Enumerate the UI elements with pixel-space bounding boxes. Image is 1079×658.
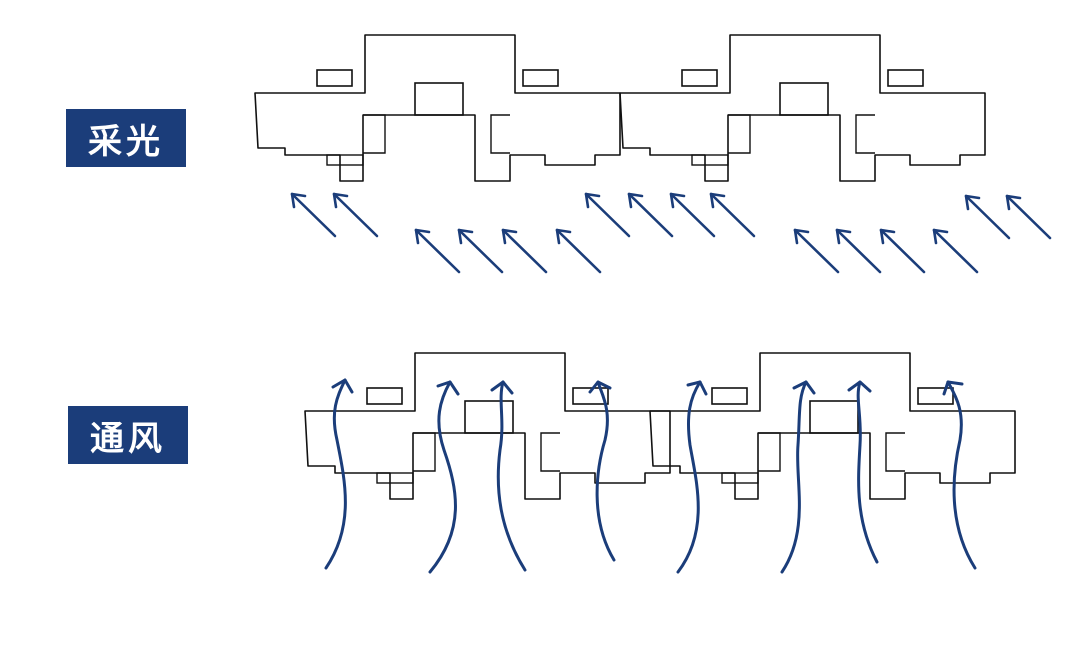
sun-arrow-icon bbox=[669, 192, 716, 238]
sun-arrow-icon bbox=[501, 228, 548, 274]
sun-arrow-icon bbox=[964, 194, 1011, 240]
sun-arrow-icon bbox=[414, 228, 461, 274]
sun-arrow-icon bbox=[835, 228, 882, 274]
wind-arrow-icon bbox=[324, 378, 354, 570]
daylight-arrows bbox=[290, 192, 1052, 274]
sun-arrow-icon bbox=[290, 192, 337, 238]
sun-arrow-icon bbox=[709, 192, 756, 238]
wind-arrow-icon bbox=[588, 380, 616, 562]
wind-arrow-icon bbox=[428, 380, 460, 574]
sun-arrow-icon bbox=[457, 228, 504, 274]
sun-arrow-icon bbox=[932, 228, 979, 274]
daylight-label: 采光 bbox=[66, 109, 186, 167]
wind-arrow-icon bbox=[780, 380, 816, 574]
ventilation-building-plan bbox=[304, 352, 1016, 500]
sun-arrow-icon bbox=[627, 192, 674, 238]
sun-arrow-icon bbox=[555, 228, 602, 274]
wind-arrow-icon bbox=[942, 380, 977, 570]
sun-arrow-icon bbox=[793, 228, 840, 274]
wind-arrow-icon bbox=[847, 380, 879, 564]
ventilation-label: 通风 bbox=[68, 406, 188, 464]
sun-arrow-icon bbox=[332, 192, 379, 238]
daylight-building-plan bbox=[254, 34, 986, 182]
ventilation-arrows bbox=[324, 378, 977, 574]
sun-arrow-icon bbox=[584, 192, 631, 238]
sun-arrow-icon bbox=[1005, 194, 1052, 240]
sun-arrow-icon bbox=[879, 228, 926, 274]
wind-arrow-icon bbox=[676, 380, 708, 574]
wind-arrow-icon bbox=[490, 380, 527, 572]
